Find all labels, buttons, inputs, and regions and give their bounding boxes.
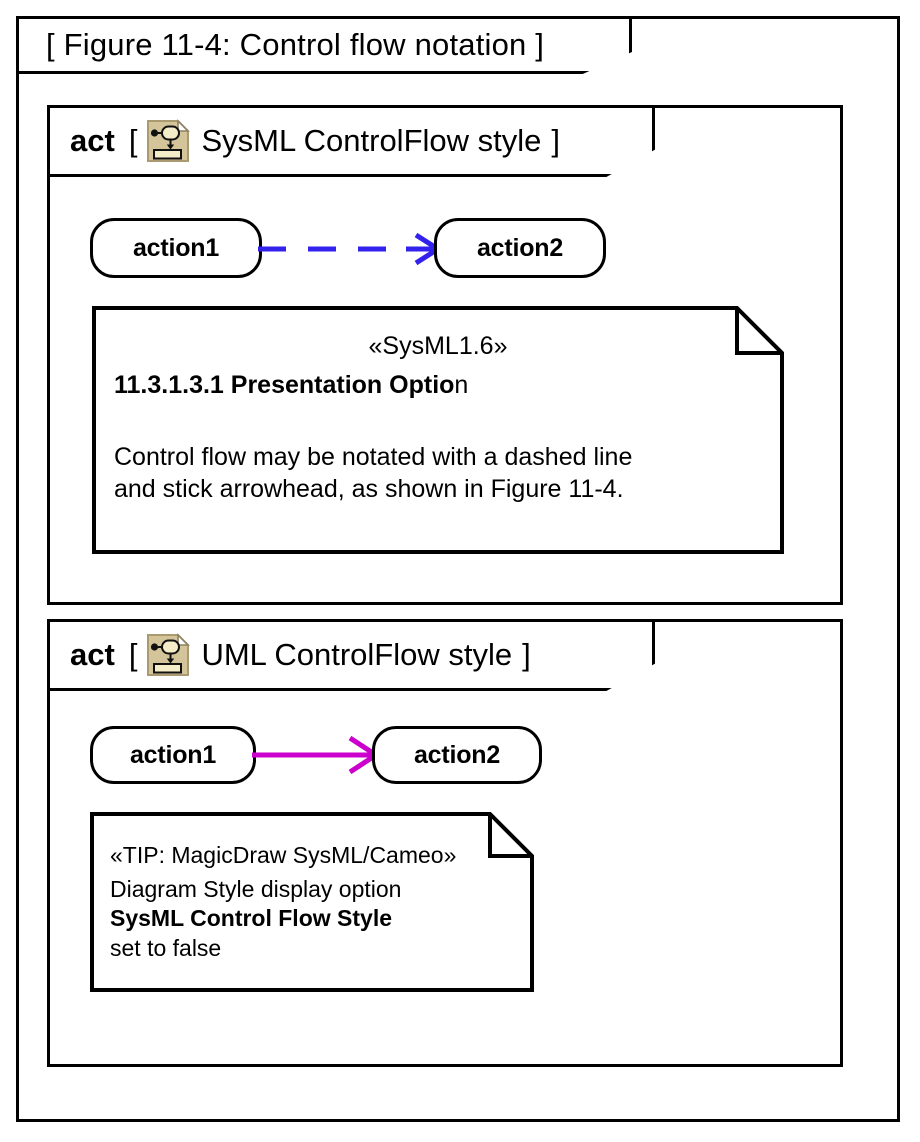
action-node-action1[interactable]: action1 [90,726,256,784]
note-text-line-1: Diagram Style display option [110,876,402,902]
note-stereotype: «SysML1.6» [368,332,508,360]
bracket-open: [ [128,637,138,672]
act-frame-header-sysml: act [ SysML ControlFlow style ] [47,105,655,177]
note-shape [90,812,534,992]
act-frame-title-uml: UML ControlFlow style [201,637,513,672]
action-node-label: action1 [132,233,220,262]
act-keyword-label: act [70,123,115,158]
note-magicdraw-tip: «TIP: MagicDraw SysML/Cameo» Diagram Sty… [90,812,534,992]
bracket-close: ] [551,123,561,158]
note-heading-bold: 11.3.1.3.1 Presentation Optio [114,371,455,399]
act-frame-title-sysml: SysML ControlFlow style [201,123,542,158]
bracket-open: [ [128,123,138,158]
bracket-close: ] [522,637,531,672]
action-node-action2[interactable]: action2 [434,218,606,278]
note-stereotype: «TIP: MagicDraw SysML/Cameo» [110,842,457,868]
note-text-line-1: Control flow may be notated with a dashe… [114,443,633,471]
note-text-line-2: SysML Control Flow Style [110,905,392,932]
diagram-frame-title-tab: [ Figure 11-4: Control flow notation ] [16,16,632,74]
note-text-line-3: set to false [110,934,222,961]
action-node-action2[interactable]: action2 [372,726,542,784]
activity-diagram-icon [147,119,191,162]
action-node-label: action2 [476,233,564,262]
note-heading-tail: n [454,371,469,399]
act-frame-header-uml: act [ UML ControlFlow style ] [47,619,655,691]
activity-diagram-icon [147,633,191,676]
act-keyword-label: act [70,637,115,672]
action-node-action1[interactable]: action1 [90,218,262,278]
action-node-label: action2 [413,740,501,769]
note-heading: 11.3.1.3.1 Presentation Option [114,371,762,400]
page-title: [ Figure 11-4: Control flow notation ] [46,27,545,62]
control-flow-solid-connector[interactable] [252,730,381,780]
note-text-line-2: and stick arrowhead, as shown in Figure … [114,474,624,503]
action-node-label: action1 [129,740,217,769]
note-sysml-presentation-option: «SysML1.6» 11.3.1.3.1 Presentation Optio… [92,306,784,554]
note-shape [92,306,784,554]
control-flow-dashed-connector[interactable] [258,228,443,270]
